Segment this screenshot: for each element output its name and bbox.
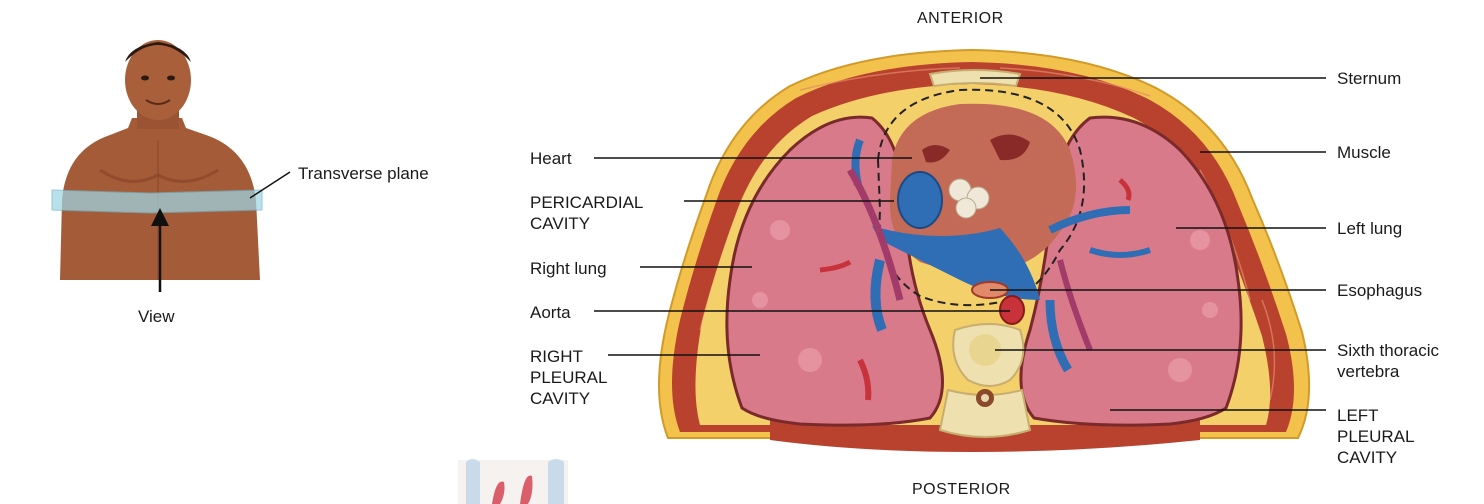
label-right-pleural-cavity: RIGHT PLEURAL CAVITY xyxy=(530,346,607,409)
aorta xyxy=(1000,296,1024,324)
label-heart: Heart xyxy=(530,148,572,169)
label-muscle: Muscle xyxy=(1337,142,1391,163)
person-figure xyxy=(52,40,290,292)
label-pericardial-cavity: PERICARDIAL CAVITY xyxy=(530,192,643,234)
cropped-illustration-fragment xyxy=(458,459,568,504)
label-sternum: Sternum xyxy=(1337,68,1401,89)
anterior-label: ANTERIOR xyxy=(917,10,1004,28)
view-label: View xyxy=(138,306,175,327)
thorax-cross-section xyxy=(659,50,1309,452)
transverse-plane xyxy=(52,190,262,213)
label-left-pleural-cavity: LEFT PLEURAL CAVITY xyxy=(1337,405,1414,468)
transverse-plane-label: Transverse plane xyxy=(298,163,429,184)
plane-leader-line xyxy=(250,172,290,198)
label-left-lung: Left lung xyxy=(1337,218,1402,239)
label-aorta: Aorta xyxy=(530,302,571,323)
label-sixth-thoracic-vertebra: Sixth thoracic vertebra xyxy=(1337,340,1439,382)
label-right-lung: Right lung xyxy=(530,258,607,279)
label-esophagus: Esophagus xyxy=(1337,280,1422,301)
posterior-label: POSTERIOR xyxy=(912,481,1011,499)
